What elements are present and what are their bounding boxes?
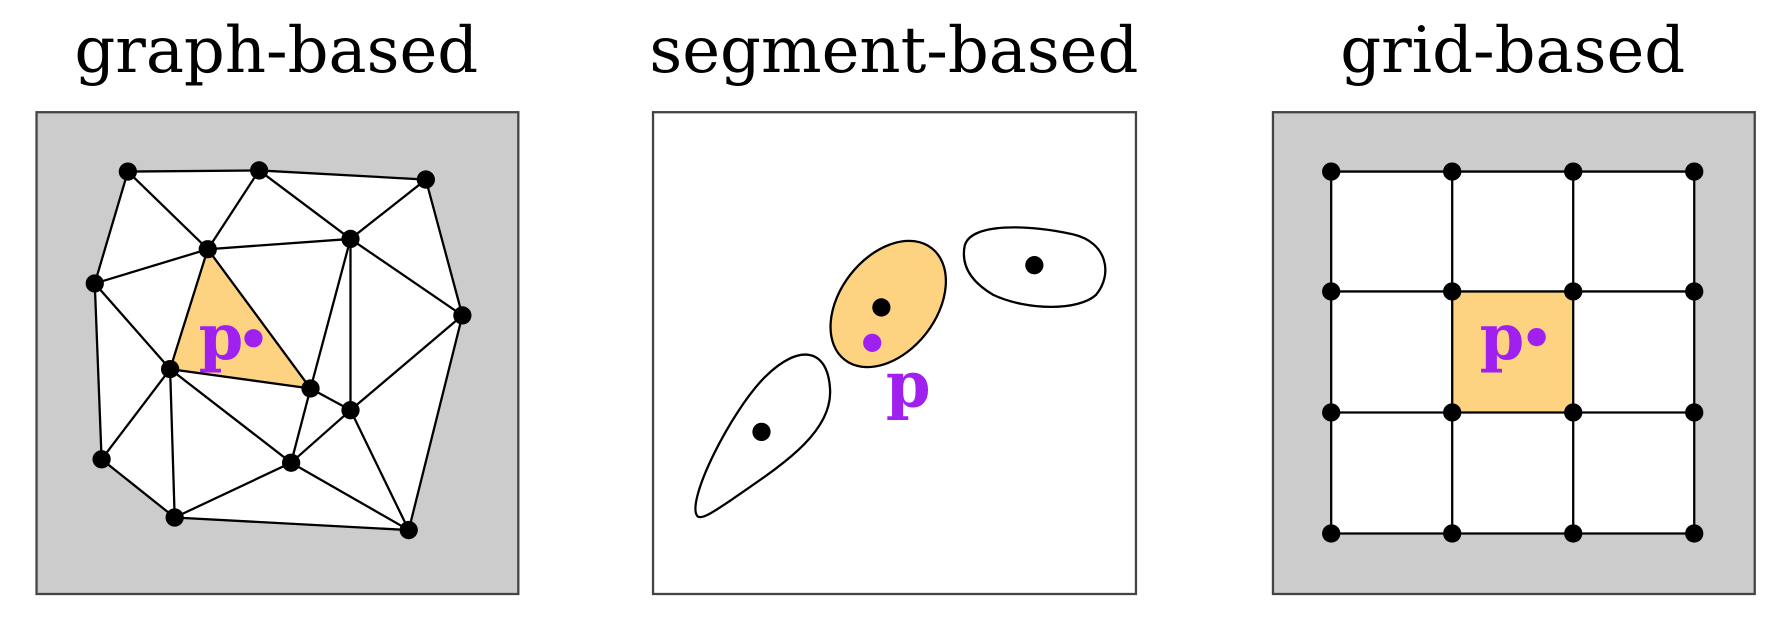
node — [1025, 256, 1044, 275]
panel-title-segment: segment-based — [649, 14, 1138, 88]
node — [160, 359, 180, 379]
node — [92, 450, 111, 469]
node — [341, 401, 360, 420]
graph-edges — [93, 169, 464, 532]
node — [165, 508, 184, 527]
panel-segment-based: segment-based p — [649, 14, 1138, 596]
grid-nodes — [1322, 162, 1704, 543]
graph-nodes — [85, 161, 472, 540]
node — [85, 274, 104, 293]
node — [281, 453, 301, 472]
query-point-grid — [1527, 327, 1546, 347]
query-label-grid: p — [1480, 300, 1525, 375]
grid-lines — [1330, 170, 1696, 535]
node — [752, 422, 771, 442]
panel-title-grid: grid-based — [1340, 14, 1685, 88]
segment-centers — [752, 256, 1044, 442]
panel-graph-based: graph-based — [35, 14, 520, 596]
graph-highlight-triangle — [170, 249, 311, 389]
query-label-graph: p — [199, 300, 244, 375]
node — [453, 306, 472, 325]
node — [399, 520, 418, 540]
query-point-segment — [863, 333, 882, 352]
query-point-graph — [244, 329, 263, 348]
node — [872, 298, 891, 317]
node — [416, 170, 435, 189]
node — [118, 162, 137, 181]
node — [250, 161, 269, 180]
node — [198, 240, 217, 259]
grid-highlight-cell — [1452, 291, 1574, 413]
panel-title-graph: graph-based — [74, 14, 478, 88]
node — [341, 229, 360, 249]
query-label-segment: p — [886, 348, 931, 423]
node — [301, 379, 320, 398]
panel-grid-based: grid-based p — [1271, 14, 1756, 596]
